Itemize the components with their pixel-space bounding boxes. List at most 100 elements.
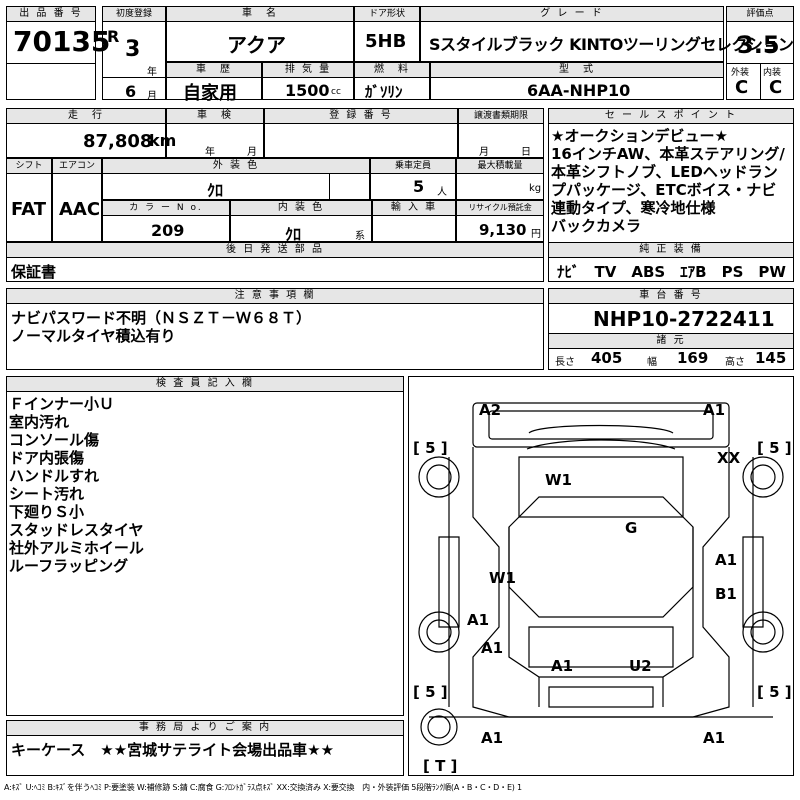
sales-point-line: プパッケージ、ETCボイス・ナビ <box>551 181 777 199</box>
car-name-label: 車 名 <box>167 7 353 22</box>
mark-rear-right: A1 <box>703 729 726 747</box>
reg-no-label: 登 録 番 号 <box>265 109 457 124</box>
import-label: 輸 入 車 <box>373 201 455 216</box>
displacement-box: 排 気 量 1500 cc <box>262 62 354 100</box>
sales-point-line: 連動タイプ、寒冷地仕様 <box>551 199 716 217</box>
recycle-label: リサイクル預託金 <box>457 201 543 216</box>
color-no-label: カ ラ ー N o. <box>103 201 229 216</box>
sales-point-line: 16インチAW、本革ステアリング/ <box>551 145 785 163</box>
inspector-line: Ｆインナー小Ｕ <box>9 395 115 413</box>
first-reg-box: 初度登録 R 3 年 6 月 <box>102 6 166 102</box>
score-ext-label: 外装 <box>731 68 750 78</box>
chassis-label: 車 台 番 号 <box>549 289 793 304</box>
notes-label: 注 意 事 項 欄 <box>7 289 543 304</box>
notes-list: ナビパスワード不明（ＮＳＺＴ－Ｗ６８Ｔ） ノーマルタイヤ積込有り <box>11 309 311 345</box>
mark-hood: W1 <box>545 471 572 489</box>
lot-label: 出 品 番 号 <box>7 7 95 22</box>
fuel-box: 燃 料 ｶﾞｿﾘﾝ <box>354 62 430 101</box>
first-reg-month: 6 <box>125 82 137 101</box>
mileage-value: 87,808 <box>83 131 153 152</box>
lot-number: 70135 <box>13 25 111 58</box>
car-outline-diagram <box>418 402 784 746</box>
grade-label: グ レ ー ド <box>421 7 723 22</box>
inspector-list: Ｆインナー小Ｕ 室内汚れ コンソール傷 ドア内張傷 ハンドルすれ シート汚れ 下… <box>9 395 144 575</box>
history-box: 車 歴 自家用 <box>166 62 262 104</box>
sales-points-label: セ ー ル ス ポ イ ン ト <box>549 109 793 124</box>
ac-box: エアコン AAC <box>52 158 102 242</box>
tire-front-left: [ 5 ] <box>413 439 448 457</box>
tire-rear-right: [ 5 ] <box>757 683 792 701</box>
score-value: 3.5 <box>737 31 780 59</box>
score-int-label: 内装 <box>763 68 782 78</box>
width-label: 幅 <box>647 357 657 368</box>
int-color-unit: 系 <box>355 231 365 242</box>
mark-front-left: A2 <box>479 401 502 419</box>
max-load-unit: kg <box>529 183 542 194</box>
seats-value: 5 <box>413 177 425 196</box>
displacement-unit: cc <box>331 87 341 97</box>
inspector-line: シート汚れ <box>9 485 85 503</box>
recycle-value: 9,130 <box>479 221 527 239</box>
color-no-box: カ ラ ー N o. 209 <box>102 200 230 242</box>
inspection-box: 車 検 年 月 <box>166 108 264 158</box>
office-label: 事 務 局 よ り ご 案 内 <box>7 721 403 736</box>
reg-no-box: 登 録 番 号 <box>264 108 458 158</box>
office-value: キーケース ★★宮城サテライト会場出品車★★ <box>11 741 335 759</box>
seats-label: 乗車定員 <box>371 159 455 174</box>
ext-color-label: 外 装 色 <box>103 159 369 174</box>
transfer-month-unit: 月 <box>479 147 489 158</box>
car-name-value: アクア <box>227 33 286 57</box>
notes-box: 注 意 事 項 欄 ナビパスワード不明（ＮＳＺＴ－Ｗ６８Ｔ） ノーマルタイヤ積込… <box>6 288 544 370</box>
color-no-value: 209 <box>151 221 185 240</box>
tire-spare: [ T ] <box>423 757 458 775</box>
transfer-label: 譲渡書類期限 <box>459 109 543 124</box>
inspector-line: 室内汚れ <box>9 413 70 431</box>
width-value: 169 <box>677 349 709 367</box>
grade-value: Sスタイルブラック KINTOツーリングセレクション <box>429 35 794 54</box>
inspector-line: 社外アルミホイール <box>9 539 144 557</box>
inspector-line: コンソール傷 <box>9 431 100 449</box>
mileage-label: 走 行 <box>7 109 165 124</box>
shift-label: シフト <box>7 159 51 174</box>
inspector-line: ドア内張傷 <box>9 449 85 467</box>
sales-points-list: ★オークションデビュー★ 16インチAW、本革ステアリング/ 本革シフトノブ、L… <box>551 127 785 235</box>
score-label: 評価点 <box>727 7 793 22</box>
mileage-unit: km <box>149 131 177 150</box>
lot-box: 出 品 番 号 70135 <box>6 6 110 100</box>
max-load-box: 最大積載量 kg <box>456 158 544 200</box>
mark-front-right: A1 <box>703 401 726 419</box>
transfer-day-unit: 日 <box>521 147 531 158</box>
score-box: 評価点 3.5 外装 内装 C C <box>726 6 794 100</box>
later-parts-box: 後 日 発 送 部 品 保証書 <box>6 242 544 282</box>
shift-box: シフト FAT <box>6 158 52 242</box>
note-line: ナビパスワード不明（ＮＳＺＴ－Ｗ６８Ｔ） <box>11 309 312 327</box>
first-reg-label: 初度登録 <box>103 7 165 22</box>
inspection-label: 車 検 <box>167 109 263 124</box>
history-label: 車 歴 <box>167 63 261 78</box>
first-reg-year: 3 <box>125 37 141 62</box>
inspector-line: スタッドレスタイヤ <box>9 521 144 539</box>
chassis-value: NHP10-2722411 <box>593 307 775 331</box>
int-color-box: 内 装 色 ｸﾛ 系 <box>230 200 372 244</box>
first-reg-year-unit: 年 <box>147 67 157 78</box>
fuel-label: 燃 料 <box>355 63 429 78</box>
int-color-label: 内 装 色 <box>231 201 371 216</box>
specs-label: 諸 元 <box>549 334 793 349</box>
model-label: 型 式 <box>431 63 723 78</box>
shift-value: FAT <box>11 199 47 220</box>
mark-windshield: G <box>625 519 638 537</box>
ac-value: AAC <box>59 199 101 220</box>
seats-box: 乗車定員 5 人 <box>370 158 456 200</box>
legend-text: A:ｷｽﾞ U:ﾍｺﾐ B:ｷｽﾞを伴うﾍｺﾐ P:要塗装 W:補修跡 S:錆 … <box>4 783 522 792</box>
mark-left-quarter: A1 <box>481 639 504 657</box>
height-label: 高さ <box>725 357 745 368</box>
mark-rear-left: A1 <box>481 729 504 747</box>
score-int: C <box>769 77 783 98</box>
inspector-label: 検 査 員 記 入 欄 <box>7 377 403 392</box>
fuel-value: ｶﾞｿﾘﾝ <box>365 83 403 101</box>
recycle-box: リサイクル預託金 9,130 円 <box>456 200 544 242</box>
car-name-box: 車 名 アクア <box>166 6 354 62</box>
sales-point-line: バックカメラ <box>551 217 642 235</box>
seats-unit: 人 <box>437 187 447 198</box>
inspection-month-unit: 月 <box>247 147 257 158</box>
